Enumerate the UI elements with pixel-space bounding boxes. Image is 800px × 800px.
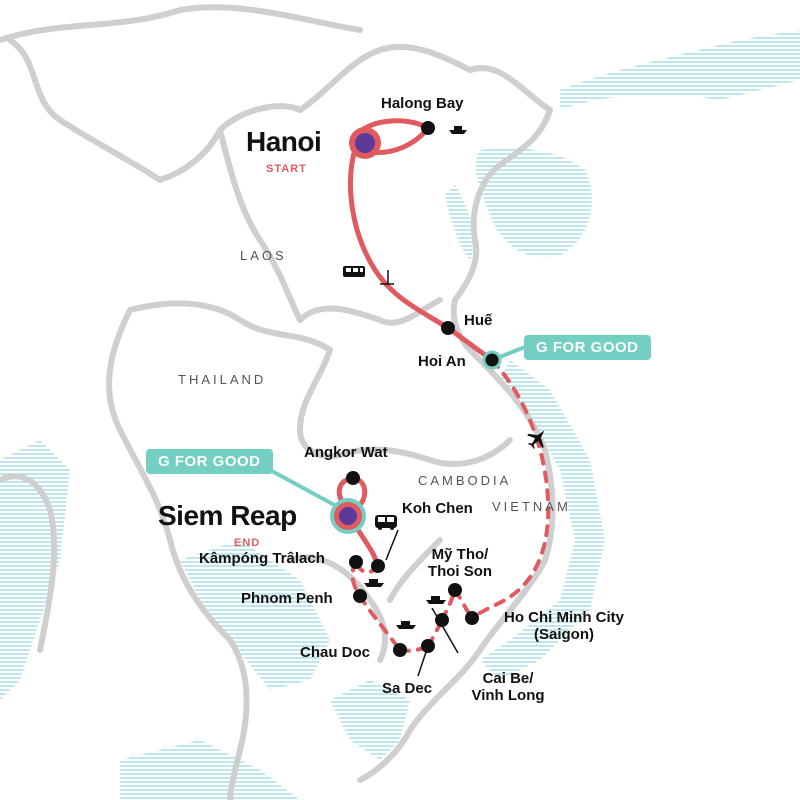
country-label-cambodia: CAMBODIA [418,473,512,488]
stop-chau-doc [393,643,407,657]
bus-icon [375,515,397,530]
flight-marker-icon [380,270,394,285]
water-hatching [0,30,800,800]
badge-g-for-good-hoi-an[interactable]: G FOR GOOD [524,335,651,360]
label-angkor-wat: Angkor Wat [304,444,388,461]
label-my-tho-line1: Mỹ Tho/ [431,546,489,563]
boat-icon [396,621,416,629]
stop-kampong-tralach [349,555,363,569]
label-my-tho: Mỹ Tho/ Thoi Son [410,546,510,581]
label-my-tho-line2: Thoi Son [427,563,493,581]
country-label-thailand: THAILAND [178,372,267,387]
plane-icon [527,430,545,449]
stop-markers [346,121,502,657]
stop-koh-chen [371,559,385,573]
stop-hcmc [465,611,479,625]
country-label-vietnam: VIETNAM [492,499,571,514]
label-cai-be: Cai Be/ Vinh Long [458,670,558,705]
label-leaders [385,529,459,677]
label-cai-be-line2: Vinh Long [471,687,545,705]
stop-my-tho [448,583,462,597]
stop-cai-be [435,613,449,627]
label-hcmc-line2: (Saigon) [534,626,594,644]
label-halong-bay: Halong Bay [381,95,464,112]
stop-phnom-penh [353,589,367,603]
label-chau-doc: Chau Doc [300,644,371,661]
train-icon [343,266,365,277]
stop-angkor-wat [346,471,360,485]
route-hoian-hcmc-flight [470,358,551,620]
country-label-laos: LAOS [240,248,287,263]
stop-hue [441,321,455,335]
badge-g-for-good-siem-reap[interactable]: G FOR GOOD [146,449,273,474]
end-marker-icon [330,498,366,534]
boat-icon [364,579,384,587]
label-cai-be-line1: Cai Be/ [482,670,534,687]
label-phnom-penh: Phnom Penh [241,590,333,607]
label-start: START [266,163,307,175]
label-hanoi: Hanoi [246,126,322,157]
boat-icon [449,126,467,134]
label-hoi-an: Hoi An [418,353,466,370]
label-siem-reap: Siem Reap [158,500,297,531]
country-borders [0,4,556,800]
label-hue: Huế [464,312,493,329]
label-koh-chen: Koh Chen [402,500,473,517]
label-end: END [234,537,261,549]
label-hcmc-line1: Ho Chi Minh City [504,609,624,626]
stop-sa-dec [421,639,435,653]
start-marker-icon [349,127,381,159]
stop-hoi-an [482,350,502,370]
stop-halong [421,121,435,135]
label-hcmc: Ho Chi Minh City (Saigon) [484,609,644,644]
boat-icon [426,596,446,604]
route-hanoi-hoian [347,143,495,363]
label-kampong-tralach: Kâmpóng Trâlach [199,550,325,567]
label-sa-dec: Sa Dec [382,680,433,697]
